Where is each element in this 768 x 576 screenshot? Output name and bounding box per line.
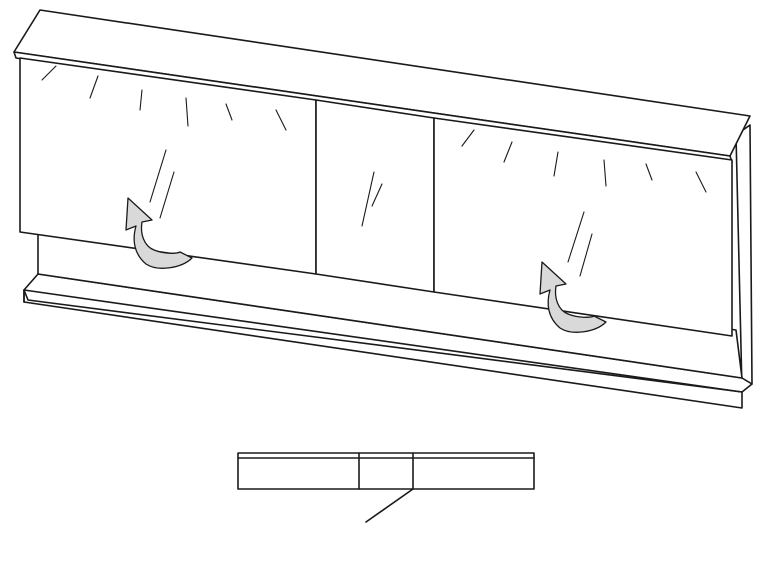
top-view-open-door — [365, 488, 414, 523]
right-door-reflection-lines — [461, 129, 707, 277]
center-mirror-panel — [315, 99, 435, 293]
center-reflection-lines — [361, 171, 383, 227]
left-open-arrow-icon — [125, 197, 193, 269]
right-open-arrow-icon — [539, 261, 607, 333]
right-mirror-door — [433, 117, 733, 337]
top-view-outline — [237, 452, 535, 490]
top-view-schematic — [237, 452, 535, 523]
left-door-reflection-lines — [41, 65, 287, 219]
